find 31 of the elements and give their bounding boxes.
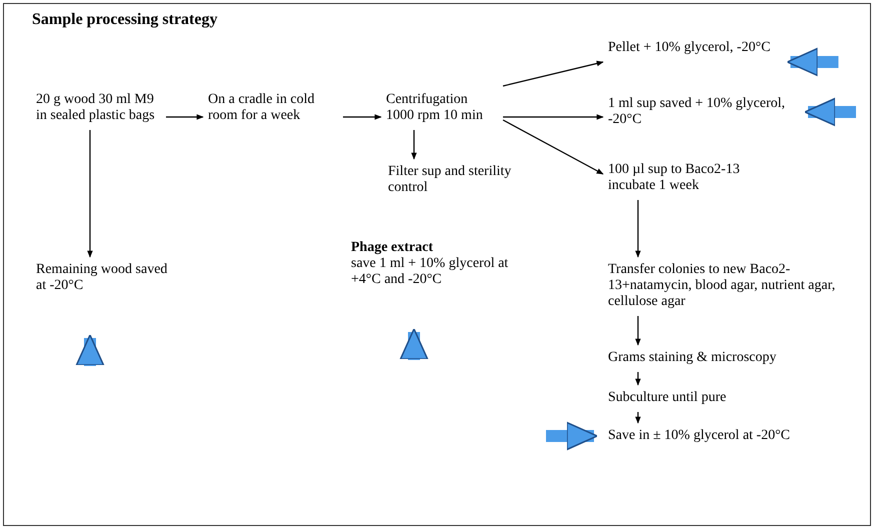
step-text: save 1 ml + 10% glycerol at +4°C and -20°C (351, 256, 510, 288)
step-heading: Phage extract (351, 240, 434, 256)
arrow (166, 114, 204, 120)
arrow (502, 119, 604, 175)
step-text: Filter sup and sterility control (388, 164, 513, 196)
arrow (503, 114, 604, 120)
step-text: Grams staining & microscopy (608, 350, 776, 366)
step-text: 1 ml sup saved + 10% glycerol, -20°C (608, 96, 788, 128)
step-text: Save in ± 10% glycerol at -20°C (608, 428, 790, 444)
arrow (411, 130, 417, 160)
diagram-title: Sample processing strategy (32, 12, 218, 28)
arrow (502, 60, 604, 87)
arrow (635, 200, 641, 258)
arrow (635, 316, 641, 346)
step-text: Centrifugation 1000 rpm 10 min (386, 92, 498, 124)
block-arrow (400, 328, 428, 360)
step-text: Remaining wood saved at -20°C (36, 262, 176, 294)
block-arrow (786, 48, 838, 76)
arrow (343, 114, 382, 120)
step-text: Subculture until pure (608, 390, 726, 406)
block-arrow (76, 334, 104, 366)
step-text: 20 g wood 30 ml M9 in sealed plastic bags (36, 92, 161, 124)
step-text: 100 µl sup to Baco2-13 incubate 1 week (608, 162, 788, 194)
arrow (635, 372, 641, 386)
block-arrow (804, 98, 856, 126)
step-text: Transfer colonies to new Baco2-13+natamycin, blood agar, nutrient agar, cellulose agar (608, 262, 858, 310)
step-text: Pellet + 10% glycerol, -20°C (608, 40, 770, 56)
block-arrow (546, 422, 598, 450)
arrow (87, 130, 93, 258)
step-text: On a cradle in cold room for a week (208, 92, 338, 124)
arrow (635, 412, 641, 424)
